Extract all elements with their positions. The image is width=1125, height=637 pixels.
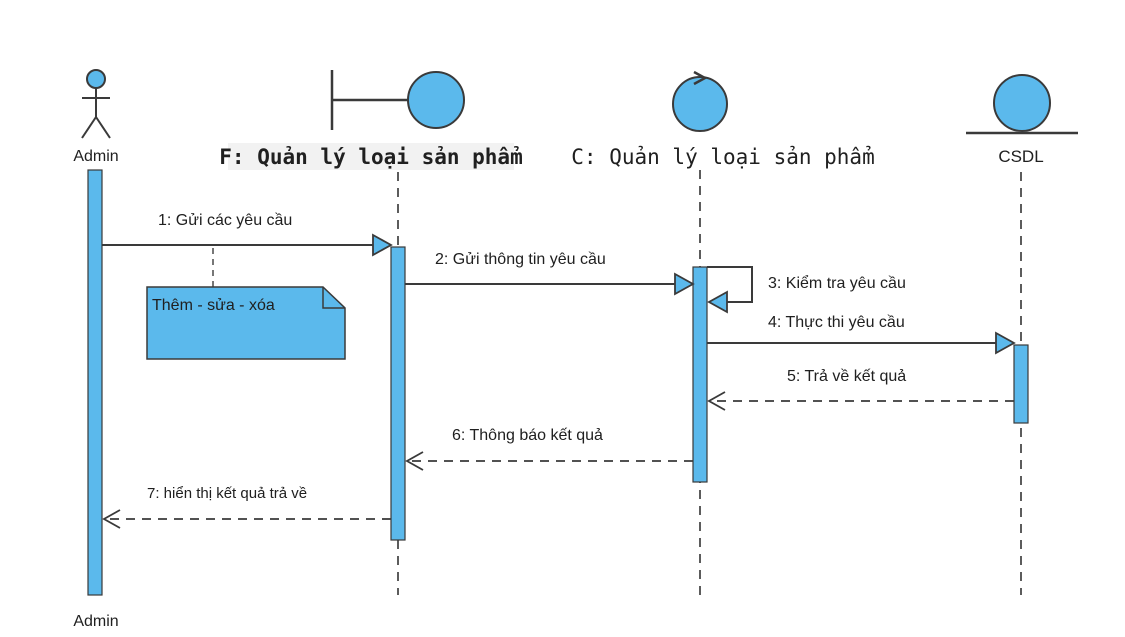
control-icon	[672, 70, 728, 132]
message-2-label: 2: Gửi thông tin yêu cầu	[435, 251, 606, 268]
message-4-arrowhead	[995, 331, 1016, 355]
boundary-label-bg	[228, 143, 514, 170]
activation-control	[692, 266, 708, 483]
message-3-line	[707, 266, 753, 303]
activation-entity	[1013, 344, 1029, 424]
message-3-arrowhead	[707, 290, 728, 314]
actor-admin	[81, 69, 111, 139]
entity-icon	[966, 74, 1078, 135]
note-text: Thêm - sửa - xóa	[152, 297, 275, 314]
boundary-icon	[330, 70, 465, 130]
activation-admin	[87, 169, 103, 596]
message-7-label: 7: hiển thị kết quả trả về	[147, 485, 307, 502]
note-box	[146, 286, 346, 360]
boundary-label: F: Quản lý loại sản phẩm	[219, 145, 522, 169]
message-5-label: 5: Trả về kết quả	[787, 368, 906, 385]
message-1-label: 1: Gửi các yêu cầu	[158, 212, 292, 229]
message-2-arrowhead	[674, 272, 695, 296]
note-fold	[322, 287, 345, 309]
message-1-arrowhead	[372, 233, 393, 257]
message-6-arrowhead	[405, 451, 424, 471]
message-4-label: 4: Thực thi yêu cầu	[768, 314, 905, 331]
message-7-arrowhead	[102, 509, 121, 529]
control-label: C: Quản lý loại sản phẩm	[571, 145, 874, 169]
message-3-label: 3: Kiểm tra yêu cầu	[768, 274, 906, 292]
message-6-label: 6: Thông báo kết quả	[452, 427, 603, 444]
admin-label: Admin	[73, 148, 118, 165]
activation-boundary	[390, 246, 406, 541]
footer-admin-label: Admin	[73, 613, 118, 630]
entity-label: CSDL	[998, 147, 1043, 166]
message-5-arrowhead	[707, 391, 726, 411]
